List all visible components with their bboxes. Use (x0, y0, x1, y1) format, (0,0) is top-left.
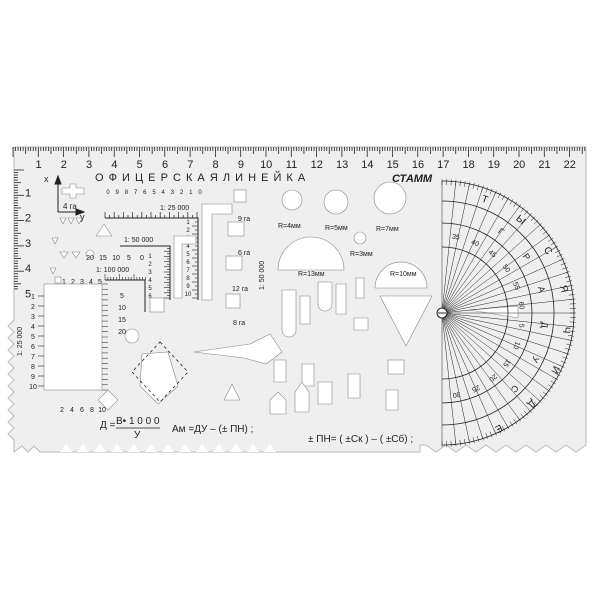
left-scale-number: 4 (25, 263, 31, 275)
top-scale-number: 16 (412, 159, 424, 171)
protractor-number: 35 (451, 234, 460, 242)
rect-left-number: 1 (31, 294, 35, 301)
ruler-title: О Ф И Ц Е Р С К А Я Л И Н Е Й К А (95, 171, 306, 184)
rect-left-number: 9 (31, 374, 35, 381)
scale-25k-right-number: 10 (185, 292, 192, 298)
top-scale-number: 3 (86, 159, 92, 171)
formula-d-denominator: У (134, 430, 141, 441)
scale-100k-number: 20 (86, 255, 94, 262)
scale-100k-number: 10 (112, 255, 120, 262)
scale-100k-number: 0 (140, 255, 144, 262)
left-scale-number: 1 (25, 187, 31, 199)
scale-50k-vertical: 1: 50 000 (259, 261, 266, 290)
top-scale-number: 9 (238, 159, 244, 171)
rect-bottom-number: 8 (90, 407, 94, 414)
rect-bottom-number: 6 (80, 407, 84, 414)
top-scale-number: 15 (387, 159, 399, 171)
top-scale-number: 14 (361, 159, 373, 171)
top-scale-number: 10 (260, 159, 272, 171)
area-label-9ga: 9 га (238, 216, 250, 223)
top-scale-number: 17 (437, 159, 449, 171)
top-scale-number: 18 (462, 159, 474, 171)
protractor-number: 30 (452, 390, 461, 398)
top-scale-number: 2 (61, 159, 67, 171)
rect-bottom-number: 4 (70, 407, 74, 414)
formula-pn: ± ПН= ( ±Ск ) – ( ±Сб) ; (308, 433, 413, 445)
rect-left-number: 6 (31, 344, 35, 351)
top-scale-number: 21 (538, 159, 550, 171)
top-scale-number: 8 (213, 159, 219, 171)
area-label-6ga: 6 га (238, 250, 250, 257)
scale-50k-mid-label: 1: 50 000 (124, 237, 153, 244)
formula-am: Ам =ДУ – (± ПН) ; (172, 424, 253, 435)
top-scale-number: 6 (162, 159, 168, 171)
rect-left-number: 8 (31, 364, 35, 371)
radius-13mm: R=13мм (298, 271, 325, 278)
radius-4mm: R=4мм (278, 223, 301, 230)
top-scale-number: 11 (286, 159, 297, 171)
area-4ga-label: 4 га (63, 202, 77, 211)
rect-bottom-number: 10 (98, 407, 106, 414)
radius-10mm: R=10мм (390, 271, 417, 278)
radius-7mm: R=7мм (376, 226, 399, 233)
top-scale-number: 1 (35, 159, 41, 171)
protractor-outer-letter: Ч (560, 326, 572, 334)
area-label-12ga: 12 га (232, 286, 248, 293)
rect-left-number: 2 (31, 304, 35, 311)
top-scale-number: 19 (488, 159, 500, 171)
left-scale-number: 2 (25, 213, 31, 225)
rect-cutout (44, 284, 102, 390)
top-scale-number: 20 (513, 159, 525, 171)
axis-x-label: x (44, 174, 49, 184)
scale-25k-top-label: 1: 25 000 (160, 205, 189, 212)
protractor-number: 60 (517, 301, 525, 310)
rect-left-number: 7 (31, 354, 35, 361)
top-scale-number: 4 (111, 159, 117, 171)
top-scale-number: 5 (137, 159, 143, 171)
rect-left-number: 10 (29, 384, 37, 391)
top-scale-number: 12 (311, 159, 323, 171)
scale-100k-number: 5 (127, 255, 131, 262)
rect-bottom-number: 2 (60, 407, 64, 414)
rect-left-number: 4 (31, 324, 35, 331)
formula-d-numerator: В• 1 0 0 0 (116, 416, 160, 427)
radius-5mm: R=5мм (325, 225, 348, 232)
area-label-8ga: 8 га (233, 320, 245, 327)
scale-25k-side: 1: 25 000 (17, 327, 24, 356)
scale-100k-number: 15 (99, 255, 107, 262)
rect-right-number: 10 (118, 305, 126, 312)
rect-left-number: 3 (31, 314, 35, 321)
left-scale-number: 3 (25, 238, 31, 250)
top-scale-number: 13 (336, 159, 348, 171)
brand-label: СТАММ (392, 173, 433, 185)
scale-100k-label: 1: 100 000 (96, 267, 129, 274)
radius-3mm: R=3мм (350, 251, 373, 258)
protractor-inner-letter: Д (539, 321, 549, 328)
rect-right-number: 5 (120, 293, 124, 300)
formula-d-left: Д = (100, 420, 116, 431)
top-scale-number: 7 (187, 159, 193, 171)
rect-right-number: 15 (118, 317, 126, 324)
rect-left-number: 5 (31, 334, 35, 341)
top-scale-number: 22 (564, 159, 576, 171)
